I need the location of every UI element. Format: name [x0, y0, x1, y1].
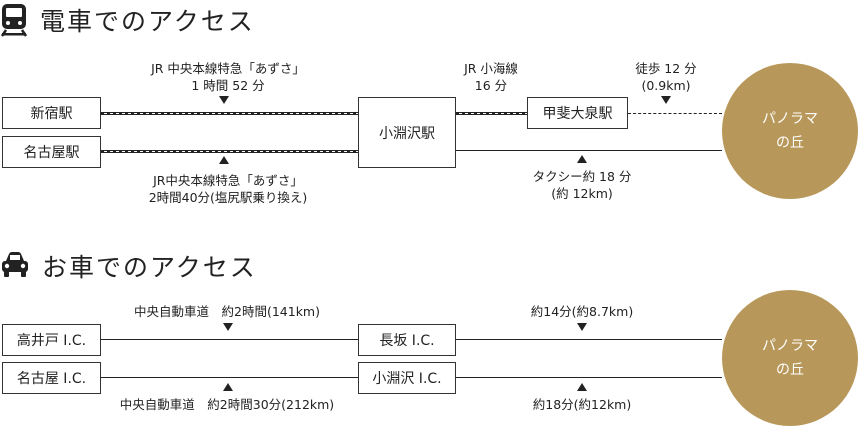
car-section-title: お車でのアクセス — [42, 253, 257, 282]
expressway-top-marker-icon — [223, 323, 233, 331]
walk-line — [628, 113, 722, 114]
chuo-bottom-time: 2時間40分(塩尻駅乗り換え) — [148, 190, 308, 205]
kobuchizawa-road-marker-icon — [577, 383, 587, 391]
chuo-bottom-route: JR中央本線特急「あずさ」 — [153, 173, 303, 188]
car-destination-circle: パノラマ の丘 — [722, 290, 858, 426]
kobuchizawa-road-label: 約18分(約12km) — [532, 397, 632, 412]
koumi-line — [456, 112, 527, 115]
train-icon — [0, 4, 28, 37]
nagoya-ic-box: 名古屋 I.C. — [2, 362, 101, 394]
train-section-header: 電車でのアクセス — [0, 2, 255, 38]
taxi-marker-icon — [577, 155, 587, 163]
chuo-line-bottom — [101, 150, 358, 153]
taxi-line — [456, 150, 722, 151]
chuo-top-route: JR 中央本線特急「あずさ」 — [151, 61, 305, 76]
taxi-distance: (約 12km) — [551, 186, 613, 201]
car-destination-line1: パノラマ — [762, 338, 818, 354]
kobuchizawa-ic-box: 小淵沢 I.C. — [358, 362, 456, 394]
expressway-top-label: 中央自動車道 約2時間(141km) — [134, 304, 320, 319]
expressway-bottom-line — [101, 377, 358, 378]
car-icon — [2, 252, 28, 277]
shinjuku-station-label: 新宿駅 — [30, 106, 73, 122]
chuo-bottom-marker-icon — [219, 156, 229, 164]
expressway-top-line — [101, 339, 358, 340]
nagoya-station-box: 名古屋駅 — [2, 136, 101, 168]
kobuchizawa-station-box: 小淵沢駅 — [358, 97, 456, 168]
expressway-bottom-label: 中央自動車道 約2時間30分(212km) — [119, 397, 335, 412]
nagasaka-ic-label: 長坂 I.C. — [379, 333, 435, 349]
nagoya-ic-label: 名古屋 I.C. — [16, 371, 87, 387]
takaido-ic-label: 高井戸 I.C. — [16, 333, 87, 349]
nagasaka-road-marker-icon — [577, 323, 587, 331]
walk-marker-icon — [661, 96, 671, 104]
chuo-line-top — [101, 112, 358, 115]
taxi-label: タクシー約 18 分 (約 12km) — [520, 168, 644, 202]
train-destination-line1: パノラマ — [762, 111, 818, 127]
chuo-bottom-label: JR中央本線特急「あずさ」 2時間40分(塩尻駅乗り換え) — [118, 172, 338, 206]
walk-distance: (0.9km) — [641, 78, 691, 93]
chuo-top-marker-icon — [219, 96, 229, 104]
car-destination-line2: の丘 — [776, 362, 804, 378]
kaikoizumi-station-box: 甲斐大泉駅 — [527, 97, 628, 129]
koumi-time: 16 分 — [474, 78, 508, 93]
walk-time: 徒歩 12 分 — [635, 61, 697, 76]
nagoya-station-label: 名古屋駅 — [23, 145, 80, 161]
walk-label: 徒歩 12 分 (0.9km) — [618, 60, 714, 94]
takaido-ic-box: 高井戸 I.C. — [2, 324, 101, 356]
nagasaka-ic-box: 長坂 I.C. — [358, 324, 456, 356]
kobuchizawa-road-line — [456, 377, 722, 378]
kobuchizawa-ic-label: 小淵沢 I.C. — [372, 371, 442, 387]
kaikoizumi-station-label: 甲斐大泉駅 — [542, 106, 613, 122]
train-destination-line2: の丘 — [776, 135, 804, 151]
nagasaka-road-label: 約14分(約8.7km) — [530, 304, 634, 319]
taxi-time: タクシー約 18 分 — [532, 169, 632, 184]
koumi-route: JR 小海線 — [464, 61, 518, 76]
koumi-label: JR 小海線 16 分 — [443, 60, 539, 94]
shinjuku-station-box: 新宿駅 — [2, 97, 101, 129]
chuo-top-time: 1 時間 52 分 — [191, 78, 265, 93]
train-section-title: 電車でのアクセス — [40, 7, 255, 36]
car-section-header: お車でのアクセス — [0, 248, 257, 284]
kobuchizawa-station-label: 小淵沢駅 — [379, 125, 435, 142]
train-destination-circle: パノラマ の丘 — [722, 63, 858, 199]
nagasaka-road-line — [456, 339, 722, 340]
chuo-top-label: JR 中央本線特急「あずさ」 1 時間 52 分 — [123, 60, 333, 94]
expressway-bottom-marker-icon — [223, 383, 233, 391]
